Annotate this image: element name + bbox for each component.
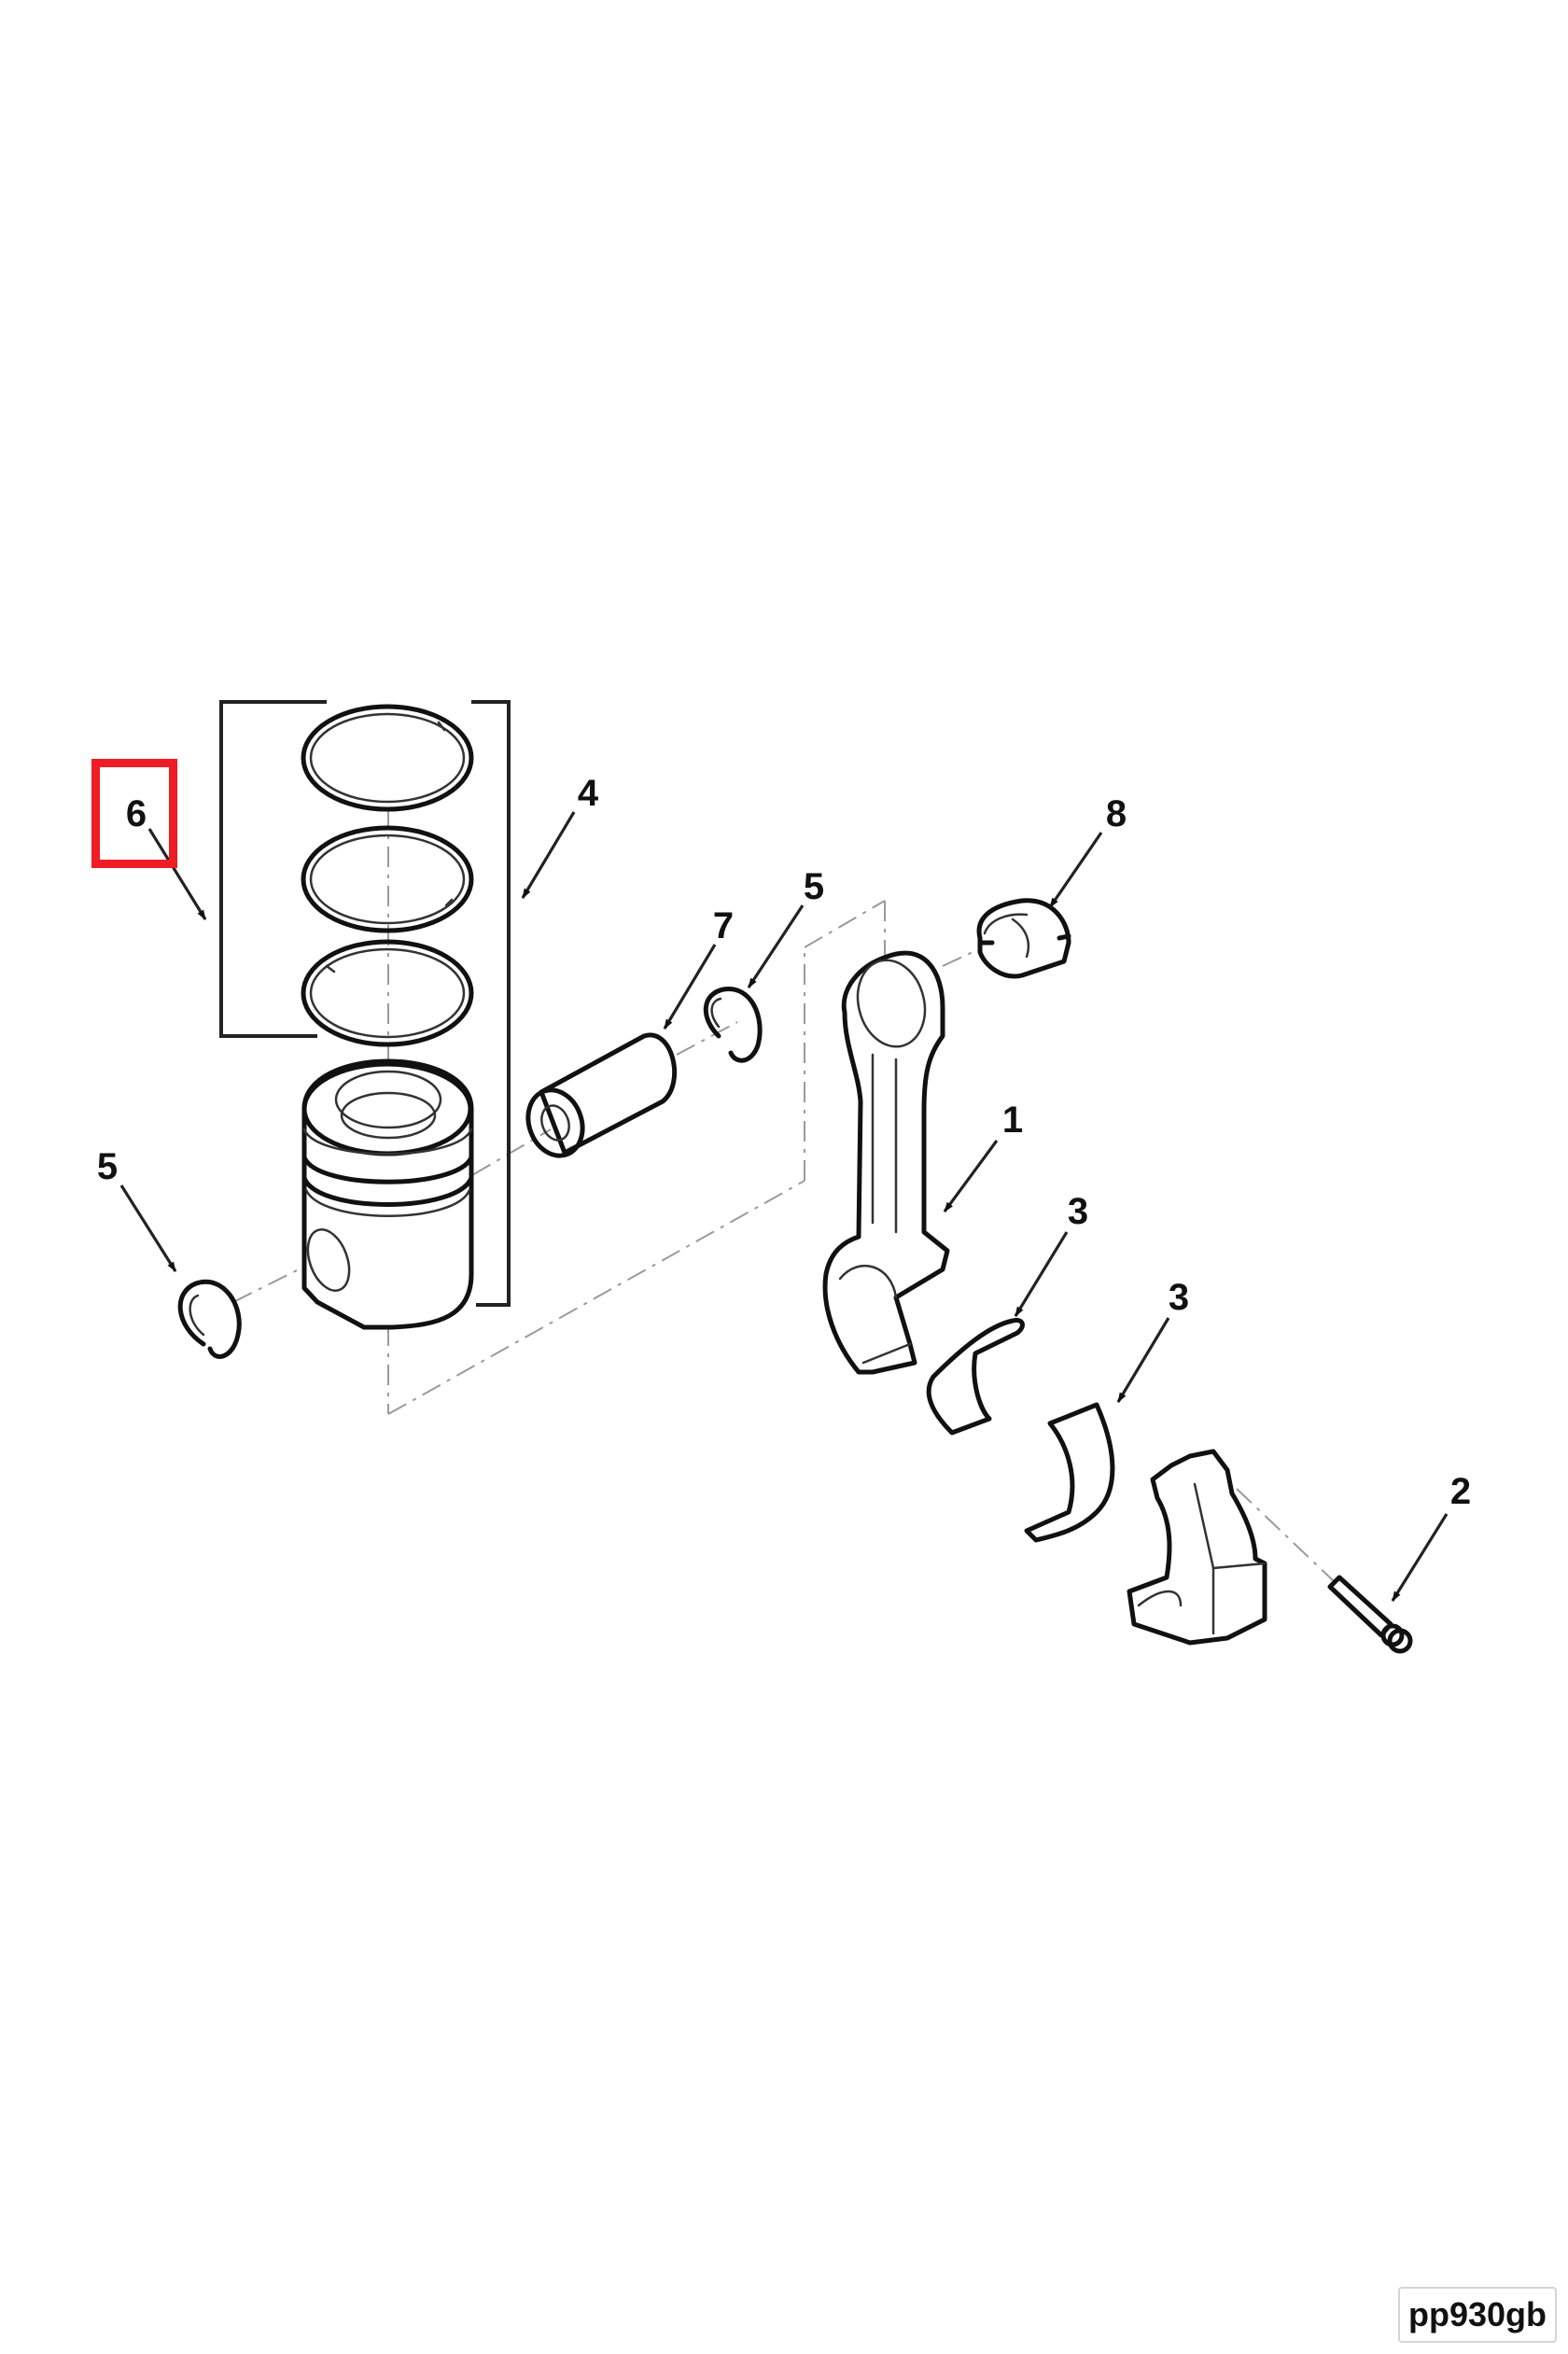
piston[interactable] bbox=[301, 1058, 474, 1330]
callout-2-label[interactable]: 2 bbox=[1449, 1471, 1472, 1512]
connecting-rod-bolt[interactable] bbox=[1327, 1575, 1413, 1654]
piston-ring-oil[interactable] bbox=[301, 939, 474, 1047]
assembly-center-lines bbox=[232, 807, 1336, 1583]
piston-ring-top[interactable] bbox=[301, 704, 474, 812]
callout-6-label[interactable]: 6 bbox=[125, 793, 147, 834]
figure-id-label: pp930gb bbox=[1398, 2287, 1557, 2343]
retaining-ring-lower[interactable] bbox=[177, 1279, 242, 1359]
piston-pin[interactable] bbox=[519, 1032, 678, 1164]
retaining-ring-upper[interactable] bbox=[703, 987, 763, 1063]
callout-8-label[interactable]: 8 bbox=[1105, 793, 1127, 834]
connecting-rod[interactable] bbox=[822, 950, 950, 1375]
callout-5-upper-label[interactable]: 5 bbox=[803, 866, 825, 907]
callout-7-label[interactable]: 7 bbox=[712, 905, 735, 946]
ring-set-bracket bbox=[219, 700, 511, 1307]
callout-3-lower-label[interactable]: 3 bbox=[1168, 1277, 1190, 1318]
bearing-shell-upper[interactable] bbox=[926, 1317, 1025, 1436]
callout-4-label[interactable]: 4 bbox=[577, 773, 599, 814]
small-end-bushing[interactable] bbox=[976, 898, 1071, 979]
callout-1-label[interactable]: 1 bbox=[1001, 1100, 1024, 1141]
callout-3-upper-label[interactable]: 3 bbox=[1067, 1191, 1089, 1232]
connecting-rod-cap[interactable] bbox=[1127, 1449, 1267, 1646]
callout-5-lower-label[interactable]: 5 bbox=[96, 1146, 119, 1187]
bearing-shell-lower[interactable] bbox=[1024, 1402, 1115, 1543]
leader-lines bbox=[119, 811, 1449, 1602]
piston-ring-middle[interactable] bbox=[301, 825, 474, 933]
